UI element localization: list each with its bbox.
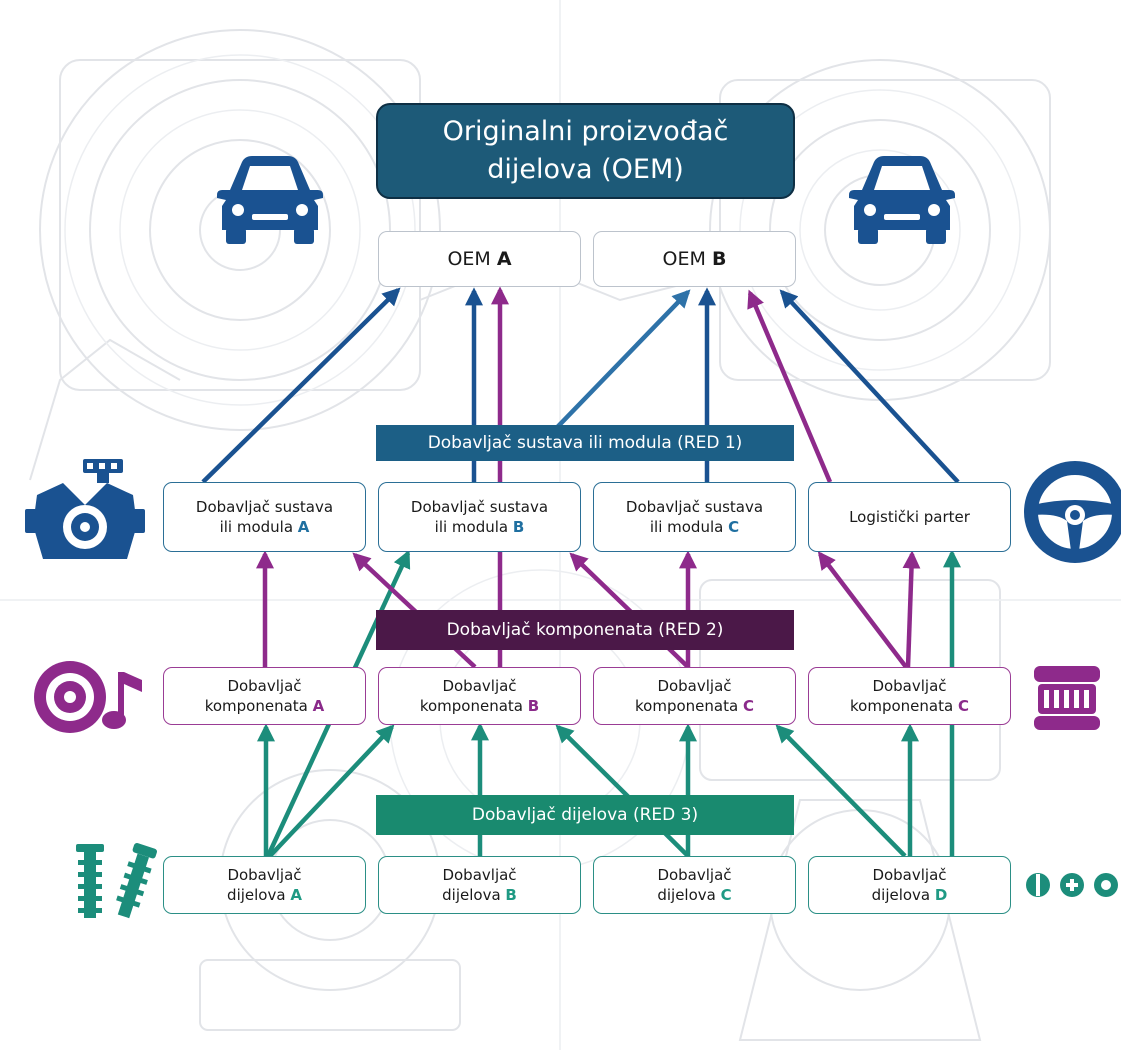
component-supplier-c2-line2: komponenata	[850, 697, 954, 715]
oem-a-box: OEM A	[378, 231, 581, 287]
component-supplier-b-key: B	[527, 697, 540, 715]
parts-supplier-b-line2: dijelova	[442, 886, 501, 904]
module-supplier-a-line1: Dobavljač sustava	[195, 498, 334, 516]
component-supplier-c-key: C	[742, 697, 754, 715]
module-supplier-c-key: C	[728, 518, 740, 536]
logistics-partner-box: Logistički parter	[808, 482, 1011, 552]
oem-b-label: OEM	[662, 248, 706, 270]
fasteners-icon	[1026, 873, 1118, 897]
parts-supplier-a-line2: dijelova	[227, 886, 286, 904]
air-filter-icon	[1034, 666, 1100, 730]
module-supplier-b-key: B	[512, 518, 525, 536]
parts-supplier-a-key: A	[290, 886, 302, 904]
module-supplier-a-key: A	[297, 518, 310, 536]
oem-title-box: Originalni proizvođač dijelova (OEM)	[376, 103, 795, 199]
screws-icon	[76, 843, 157, 919]
arrow-logistics-to-oem-b-blue	[779, 289, 960, 484]
tier2-band: Dobavljač komponenata (RED 2)	[376, 610, 794, 650]
component-supplier-a-key: A	[312, 697, 325, 715]
module-supplier-c-box: Dobavljač sustava ili modula C	[593, 482, 796, 552]
component-supplier-c2-box: Dobavljač komponenata C	[808, 667, 1011, 725]
module-supplier-b-box: Dobavljač sustava ili modula B	[378, 482, 581, 552]
logistics-partner-label: Logistički parter	[849, 508, 970, 526]
arrow-parts-c-to-components-b	[555, 724, 690, 858]
component-supplier-c-line2: komponenata	[635, 697, 739, 715]
arrow-module-b-to-oem-b	[538, 289, 691, 447]
arrow-module-a-to-oem-a	[201, 287, 401, 484]
module-supplier-a-box: Dobavljač sustava ili modula A	[163, 482, 366, 552]
engine-icon	[25, 459, 145, 559]
arrow-parts-d-to-components-c1	[775, 724, 907, 858]
parts-supplier-b-box: Dobavljač dijelova B	[378, 856, 581, 914]
component-supplier-a-line2: komponenata	[204, 697, 308, 715]
component-supplier-b-box: Dobavljač komponenata B	[378, 667, 581, 725]
parts-supplier-b-line1: Dobavljač	[442, 866, 517, 884]
car-icon	[849, 156, 955, 244]
parts-supplier-a-box: Dobavljač dijelova A	[163, 856, 366, 914]
arrow-parts-a-to-components-b	[268, 724, 395, 858]
parts-supplier-a-line1: Dobavljač	[227, 866, 302, 884]
steering-wheel-icon	[1024, 461, 1121, 563]
oem-a-label: OEM	[447, 248, 491, 270]
module-supplier-c-line1: Dobavljač sustava	[625, 498, 764, 516]
oem-title-line2: dijelova (OEM)	[487, 154, 684, 185]
arrow-logistics-to-oem-b	[747, 289, 833, 483]
parts-supplier-c-line1: Dobavljač	[657, 866, 732, 884]
parts-supplier-d-box: Dobavljač dijelova D	[808, 856, 1011, 914]
component-supplier-c2-line1: Dobavljač	[872, 677, 947, 695]
module-supplier-a-line2: ili modula	[219, 518, 294, 536]
component-supplier-b-line2: komponenata	[419, 697, 523, 715]
parts-supplier-d-key: D	[934, 886, 948, 904]
component-supplier-a-line1: Dobavljač	[227, 677, 302, 695]
parts-supplier-c-box: Dobavljač dijelova C	[593, 856, 796, 914]
component-supplier-c2-key: C	[957, 697, 969, 715]
parts-supplier-d-line1: Dobavljač	[872, 866, 947, 884]
tier1-band: Dobavljač sustava ili modula (RED 1)	[376, 425, 794, 461]
parts-supplier-b-key: B	[505, 886, 517, 904]
tier3-band: Dobavljač dijelova (RED 3)	[376, 795, 794, 835]
component-supplier-a-box: Dobavljač komponenata A	[163, 667, 366, 725]
module-supplier-c-line2: ili modula	[649, 518, 724, 536]
component-supplier-c-box: Dobavljač komponenata C	[593, 667, 796, 725]
component-supplier-c-line1: Dobavljač	[657, 677, 732, 695]
oem-a-key: A	[496, 248, 512, 270]
arrow-components-c2-to-logistics-diag	[817, 551, 908, 669]
oem-title-line1: Originalni proizvođač	[442, 116, 729, 147]
component-supplier-b-line1: Dobavljač	[442, 677, 517, 695]
speaker-music-icon	[34, 661, 142, 733]
module-supplier-b-line2: ili modula	[434, 518, 509, 536]
module-supplier-b-line1: Dobavljač sustava	[410, 498, 549, 516]
parts-supplier-d-line2: dijelova	[871, 886, 931, 904]
arrow-components-c2-to-logistics	[902, 550, 921, 668]
parts-supplier-c-key: C	[720, 886, 732, 904]
oem-b-key: B	[711, 248, 727, 270]
car-icon	[217, 156, 323, 244]
oem-b-box: OEM B	[593, 231, 796, 287]
parts-supplier-c-line2: dijelova	[657, 886, 716, 904]
